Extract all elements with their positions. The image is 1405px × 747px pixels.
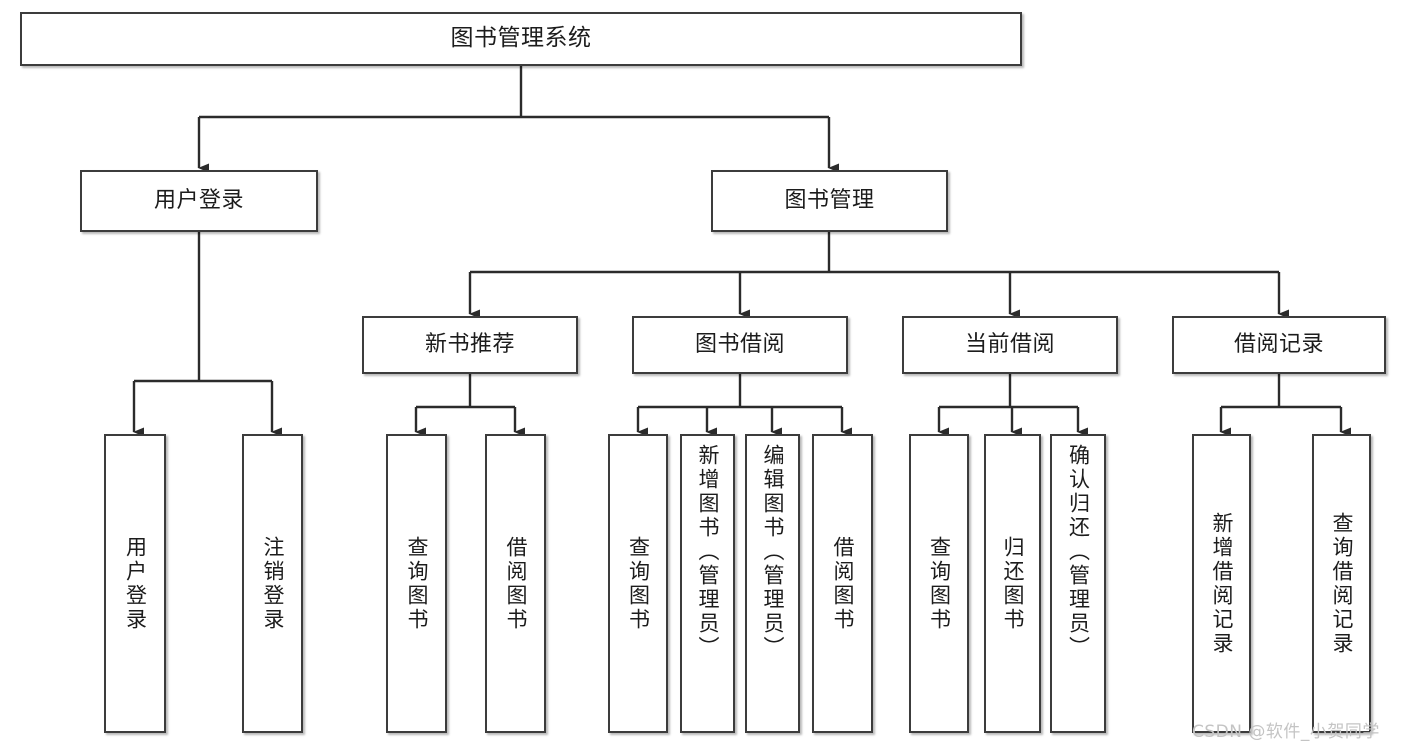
node-root[interactable]: 图书管理系统 — [20, 12, 1022, 66]
node-user-login[interactable]: 用户登录 — [80, 170, 318, 232]
node-label: 用户登录 — [153, 188, 244, 214]
node-current-borrow[interactable]: 当前借阅 — [902, 316, 1118, 374]
node-label: 新增图书（管理员） — [696, 444, 720, 660]
node-label: 新增借阅记录 — [1210, 511, 1234, 656]
node-leaf-query-book-1[interactable]: 查询图书 — [386, 434, 447, 733]
node-leaf-edit-book[interactable]: 编辑图书（管理员） — [745, 434, 800, 733]
node-label: 借阅图书 — [504, 535, 528, 632]
node-leaf-query-book-3[interactable]: 查询图书 — [909, 434, 969, 733]
node-book-manage[interactable]: 图书管理 — [711, 170, 948, 232]
node-borrow-record[interactable]: 借阅记录 — [1172, 316, 1386, 374]
csdn-watermark: CSDN @软件_小贺同学 — [1192, 722, 1380, 742]
node-leaf-return-book[interactable]: 归还图书 — [984, 434, 1041, 733]
node-label: 查询图书 — [927, 535, 952, 632]
node-leaf-borrow-book-2[interactable]: 借阅图书 — [812, 434, 873, 733]
node-new-book-recommend[interactable]: 新书推荐 — [362, 316, 578, 374]
node-leaf-user-login[interactable]: 用户登录 — [104, 434, 166, 733]
node-label: 新书推荐 — [424, 332, 515, 358]
node-label: 图书借阅 — [694, 332, 785, 358]
node-label: 用户登录 — [123, 535, 148, 632]
node-leaf-add-record[interactable]: 新增借阅记录 — [1192, 434, 1251, 733]
node-leaf-confirm-return[interactable]: 确认归还（管理员） — [1050, 434, 1106, 733]
node-leaf-query-book-2[interactable]: 查询图书 — [608, 434, 668, 733]
node-leaf-add-book[interactable]: 新增图书（管理员） — [680, 434, 735, 733]
node-label: 查询图书 — [626, 535, 651, 632]
node-label: 注销登录 — [261, 535, 285, 632]
node-label: 图书管理系统 — [450, 25, 592, 52]
node-label: 图书管理 — [784, 188, 875, 214]
node-label: 归还图书 — [1001, 535, 1025, 632]
node-label: 编辑图书（管理员） — [761, 444, 785, 660]
node-label: 当前借阅 — [964, 332, 1055, 358]
node-leaf-borrow-book-1[interactable]: 借阅图书 — [485, 434, 546, 733]
node-label: 查询借阅记录 — [1330, 511, 1354, 656]
node-label: 借阅记录 — [1233, 332, 1324, 358]
node-leaf-query-record[interactable]: 查询借阅记录 — [1312, 434, 1371, 733]
connector-lines — [132, 66, 1351, 437]
node-leaf-user-logout[interactable]: 注销登录 — [242, 434, 303, 733]
node-label: 借阅图书 — [831, 535, 855, 632]
node-label: 查询图书 — [405, 535, 429, 632]
node-book-borrow[interactable]: 图书借阅 — [632, 316, 848, 374]
node-label: 确认归还（管理员） — [1066, 444, 1091, 660]
